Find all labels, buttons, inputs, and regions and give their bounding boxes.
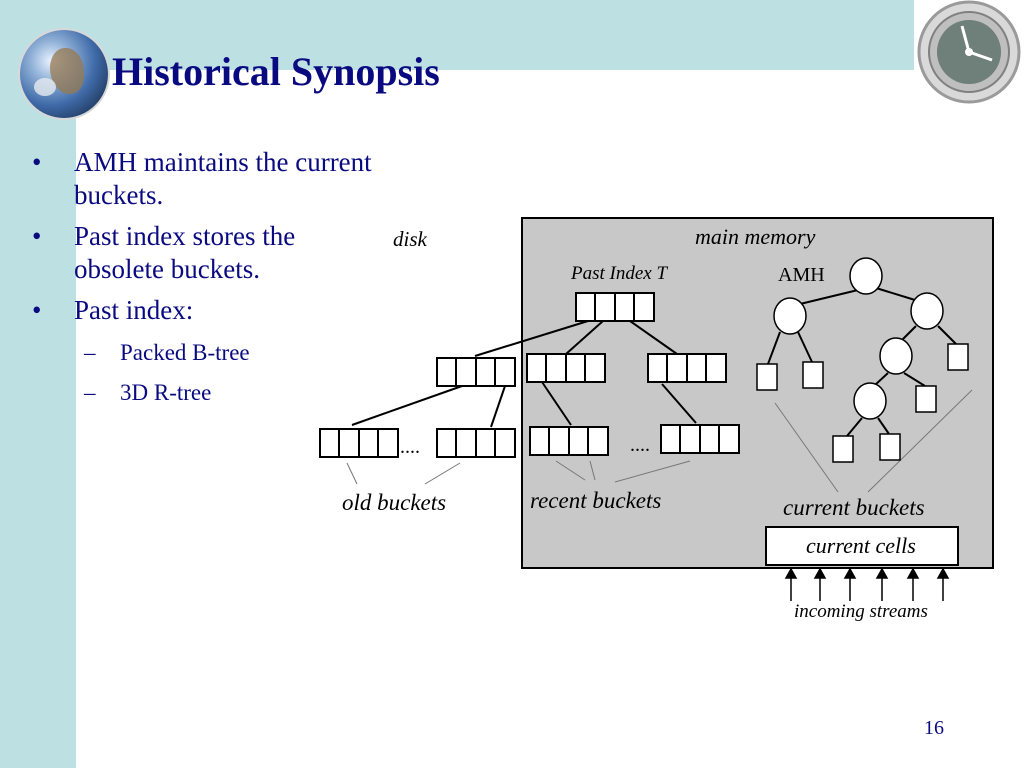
bullet-text-line: Past index:	[74, 294, 194, 325]
past-index-label: Past Index T	[570, 263, 668, 284]
sub-bullet-text: 3D R-tree	[120, 380, 212, 406]
amh-label: AMH	[778, 264, 825, 286]
bullet-item: • AMH maintains the current buckets.	[32, 147, 372, 210]
current-bucket-leaf	[802, 361, 824, 389]
bullet-text-line: AMH maintains the current	[74, 147, 372, 177]
current-bucket-leaf	[879, 433, 901, 461]
main-memory-label: main memory	[695, 224, 816, 249]
past-index-node	[436, 357, 516, 387]
incoming-stream-arrow	[813, 567, 827, 601]
disk-label: disk	[393, 227, 428, 251]
incoming-streams-label: incoming streams	[794, 601, 928, 622]
amh-node	[879, 337, 913, 375]
ellipsis-old: ....	[400, 436, 420, 458]
incoming-stream-arrow	[906, 567, 920, 601]
amh-node	[849, 257, 883, 295]
bullet-list: • AMH maintains the current buckets. • P…	[32, 146, 472, 414]
top-band	[76, 0, 914, 70]
amh-node	[910, 292, 944, 330]
past-index-root-node	[575, 292, 655, 322]
ellipsis-recent: ....	[630, 434, 650, 456]
recent-bucket-node	[660, 424, 740, 454]
current-bucket-leaf	[832, 435, 854, 463]
slide-number: 16	[924, 717, 944, 739]
amh-node	[773, 297, 807, 335]
side-band	[0, 0, 76, 768]
bullet-text-line: Past index stores the	[74, 220, 296, 251]
current-buckets-label: current buckets	[783, 495, 925, 520]
incoming-stream-arrow	[875, 567, 889, 601]
current-cells-label: current cells	[806, 533, 916, 558]
past-index-node	[526, 353, 606, 383]
clock-icon	[917, 0, 1021, 104]
globe-icon	[20, 30, 108, 118]
incoming-stream-arrow	[784, 567, 798, 601]
slide-title: Historical Synopsis	[112, 49, 440, 94]
old-bucket-node	[436, 428, 516, 458]
bullet-text-line: obsolete buckets.	[74, 253, 260, 284]
incoming-stream-arrow	[936, 567, 950, 601]
recent-bucket-node	[529, 426, 609, 456]
current-cells-box	[765, 526, 959, 566]
sub-bullet-text: Packed B-tree	[120, 339, 250, 365]
sub-bullet-item: – 3D R-tree	[84, 380, 212, 406]
amh-node	[853, 382, 887, 420]
current-bucket-leaf	[915, 385, 937, 413]
current-bucket-leaf	[756, 363, 778, 391]
sub-bullet-item: – Packed B-tree	[84, 339, 250, 365]
main-memory-box	[521, 217, 994, 569]
old-buckets-label: old buckets	[342, 490, 446, 515]
old-bucket-node	[319, 428, 399, 458]
bullet-item: • Past index stores the obsolete buckets…	[32, 220, 296, 284]
bullet-text-line: buckets.	[74, 179, 164, 210]
current-bucket-leaf	[947, 343, 969, 371]
bullet-item: • Past index:	[32, 294, 194, 325]
incoming-stream-arrow	[843, 567, 857, 601]
recent-buckets-label: recent buckets	[530, 488, 661, 513]
past-index-node	[647, 353, 727, 383]
